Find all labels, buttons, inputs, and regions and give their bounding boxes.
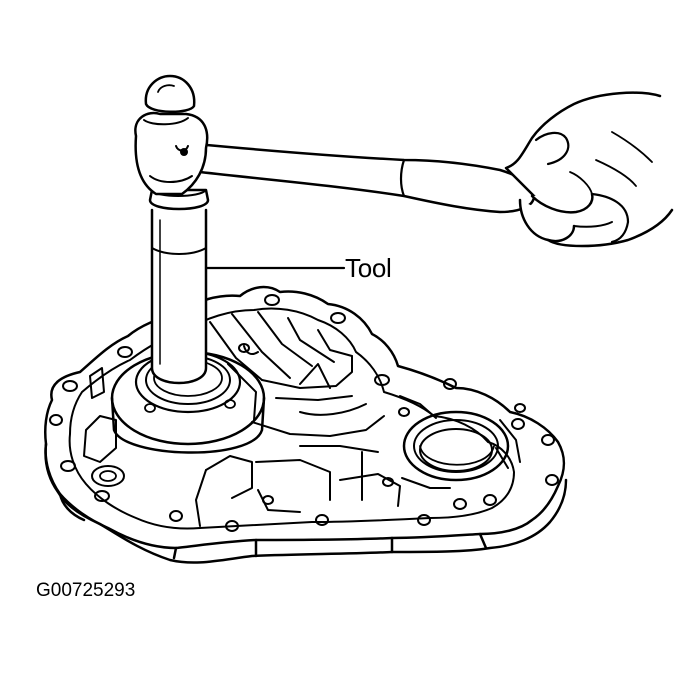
- figure-id: G00725293: [36, 580, 136, 601]
- tool-driver: [150, 190, 208, 383]
- hand: [506, 93, 672, 246]
- transfer-case-housing: [45, 287, 566, 562]
- tool-callout-label: Tool: [345, 253, 392, 283]
